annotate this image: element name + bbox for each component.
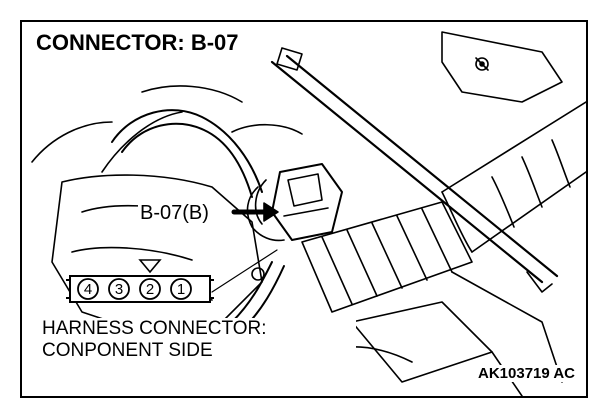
diagram-frame: 4 3 2 1 CONNECTOR: B-07 B-07(B) HARNESS … [20,20,588,398]
engine-bay-illustration: 4 3 2 1 [31,31,586,396]
pin-4-label: 4 [84,281,92,298]
figure-code: AK103719 AC [475,365,578,382]
harness-connector-caption: HARNESS CONNECTOR: CONPONENT SIDE [38,318,356,362]
connector-callout-label: B-07(B) [138,202,211,224]
pin-2-label: 2 [146,281,154,298]
pin-1-label: 1 [177,281,185,298]
connector-title: CONNECTOR: B-07 [32,31,243,55]
pin-3-label: 3 [115,281,123,298]
harness-connector-schematic: 4 3 2 1 [66,259,214,303]
harness-caption-line1: HARNESS CONNECTOR: [42,318,267,339]
harness-caption-line2: CONPONENT SIDE [42,340,213,361]
